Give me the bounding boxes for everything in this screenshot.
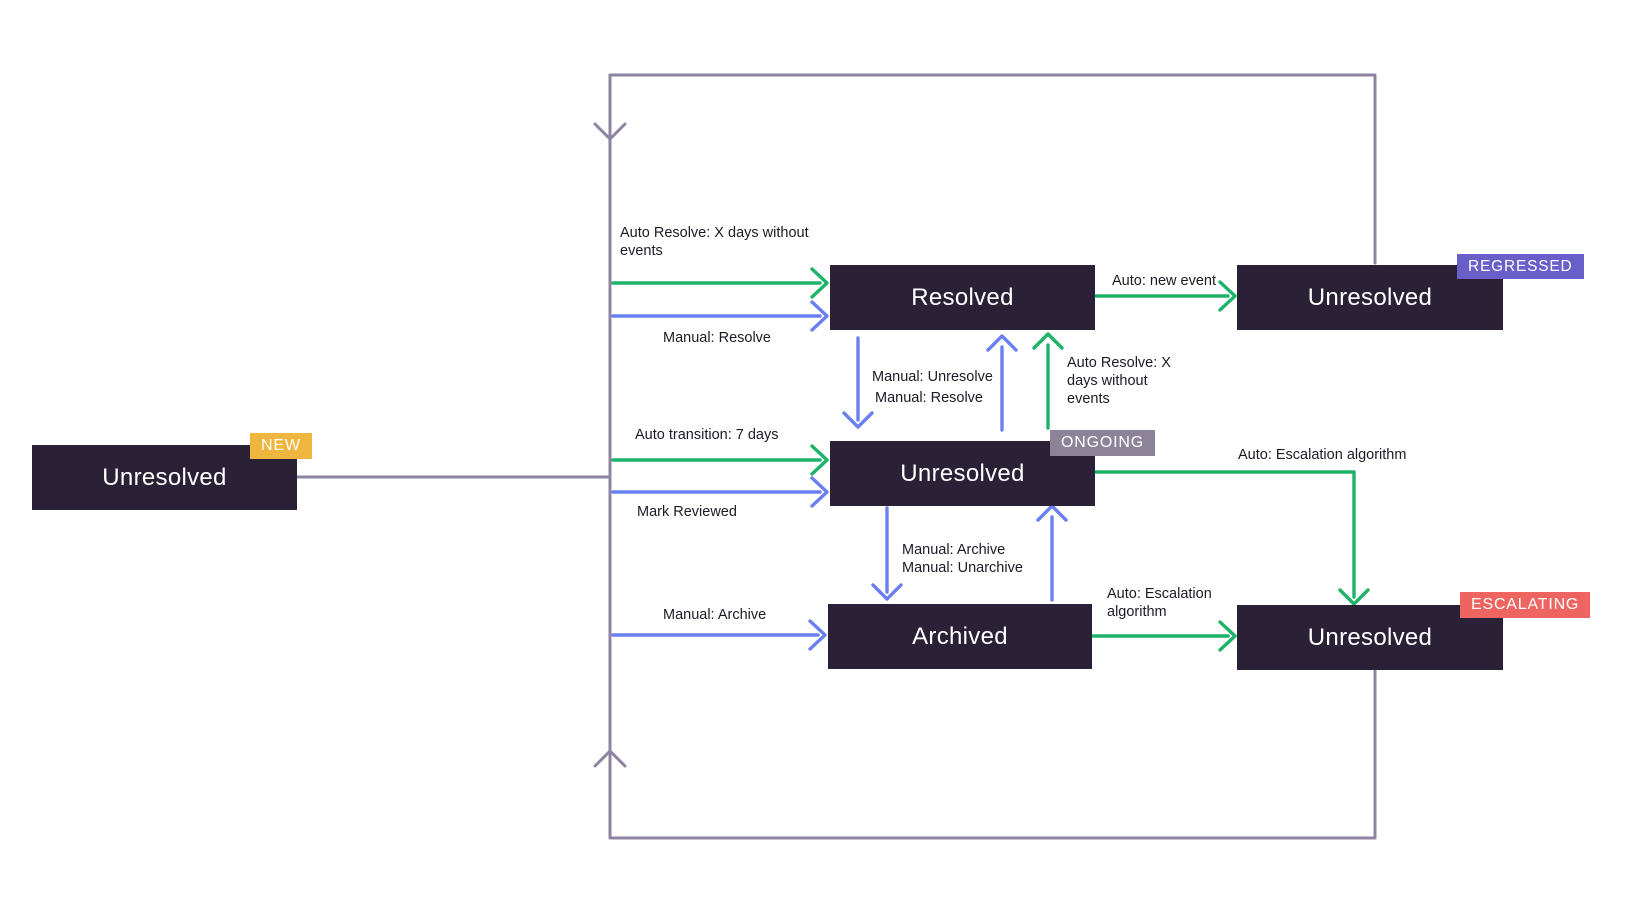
arrowhead <box>810 476 829 508</box>
edge-label-manual-resolve-from-ongoing: Manual: Resolve <box>875 390 983 406</box>
edge-label-mark-reviewed: Mark Reviewed <box>637 504 737 520</box>
arrowhead <box>808 619 827 651</box>
edge-manual-resolve-from-ongoing <box>986 334 1018 432</box>
state-node-label: Resolved <box>911 283 1014 311</box>
edge-manual-unarchive <box>1036 504 1068 602</box>
state-node-label: Unresolved <box>1307 623 1433 651</box>
arrowhead <box>871 583 903 601</box>
status-badge-new: NEW <box>250 433 312 459</box>
edge-label-auto-resolve-from-ongoing: Auto Resolve: X days without events <box>1067 355 1171 407</box>
edge-auto-escalation-from-ongoing <box>1094 470 1370 606</box>
state-node-resolved: Resolved <box>830 265 1095 330</box>
state-node-label: Unresolved <box>102 463 227 491</box>
bottom-loop-line <box>610 668 1377 840</box>
edge-label-auto-escalation-from-archived: Auto: Escalation algorithm <box>1107 586 1212 620</box>
state-node-unresolved-escalating: Unresolved <box>1237 605 1503 670</box>
arrowhead <box>1218 620 1237 652</box>
trunk-up-arrowhead <box>593 749 627 768</box>
arrowhead <box>810 300 829 332</box>
arrowhead <box>1036 504 1068 522</box>
edge-label-manual-unresolve: Manual: Unresolve <box>872 369 993 385</box>
trunk-down-arrowhead <box>593 122 627 141</box>
edge-label-auto-escalation-from-ongoing: Auto: Escalation algorithm <box>1238 447 1407 463</box>
edge-label-manual-archive-from-ongoing: Manual: Archive <box>902 542 1006 558</box>
state-node-archived: Archived <box>828 604 1092 669</box>
status-badge-regressed: REGRESSED <box>1457 254 1584 279</box>
status-badge-ongoing: ONGOING <box>1050 430 1155 456</box>
edge-auto-resolve-from-new <box>611 267 829 299</box>
arrow-line <box>1094 470 1356 599</box>
status-badge-escalating: ESCALATING <box>1460 592 1591 618</box>
edge-auto-new-event <box>1094 280 1237 312</box>
state-node-label: Unresolved <box>900 459 1025 487</box>
arrowhead <box>810 267 829 299</box>
edge-auto-transition-from-new <box>611 444 829 476</box>
edge-mark-reviewed <box>611 476 829 508</box>
edge-label-auto-transition: Auto transition: 7 days <box>635 427 779 443</box>
edge-manual-archive-from-new <box>611 619 827 651</box>
edge-label-auto-new-event: Auto: new event <box>1112 273 1216 289</box>
edge-manual-unresolve <box>842 336 874 429</box>
edge-auto-resolve-from-ongoing <box>1032 332 1064 430</box>
edge-label-manual-archive-from-new: Manual: Archive <box>663 607 767 623</box>
state-node-label: Archived <box>912 622 1008 650</box>
arrowhead <box>842 411 874 429</box>
arrowhead <box>1218 280 1237 312</box>
arrowhead <box>1338 588 1370 606</box>
edge-manual-resolve-from-new <box>611 300 829 332</box>
edge-label-manual-unarchive: Manual: Unarchive <box>902 560 1023 576</box>
state-node-label: Unresolved <box>1307 283 1433 311</box>
edge-manual-archive-from-ongoing <box>871 506 903 601</box>
arrowhead <box>986 334 1018 352</box>
edge-label-auto-resolve-from-new: Auto Resolve: X days without events <box>620 225 809 259</box>
arrowhead <box>810 444 829 476</box>
loop-wire <box>295 73 1377 840</box>
edge-auto-escalation-from-archived <box>1091 620 1237 652</box>
edge-label-manual-resolve-from-new: Manual: Resolve <box>663 330 771 346</box>
trunk-and-top-loop-line <box>608 73 1377 840</box>
arrowhead <box>1032 332 1064 350</box>
